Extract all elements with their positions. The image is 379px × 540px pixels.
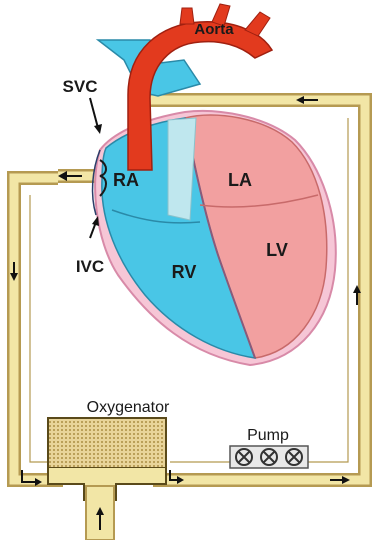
ivc-label: IVC — [76, 257, 104, 276]
ra-label: RA — [113, 170, 139, 190]
pump-label: Pump — [247, 427, 289, 444]
oxygenator — [48, 418, 166, 540]
aorta-label: Aorta — [194, 21, 234, 38]
oxygenator-label: Oxygenator — [87, 399, 170, 416]
la-label: LA — [228, 170, 252, 190]
pump — [230, 446, 308, 468]
svc-label: SVC — [63, 77, 98, 96]
lv-label: LV — [266, 240, 288, 260]
rv-label: RV — [172, 262, 197, 282]
